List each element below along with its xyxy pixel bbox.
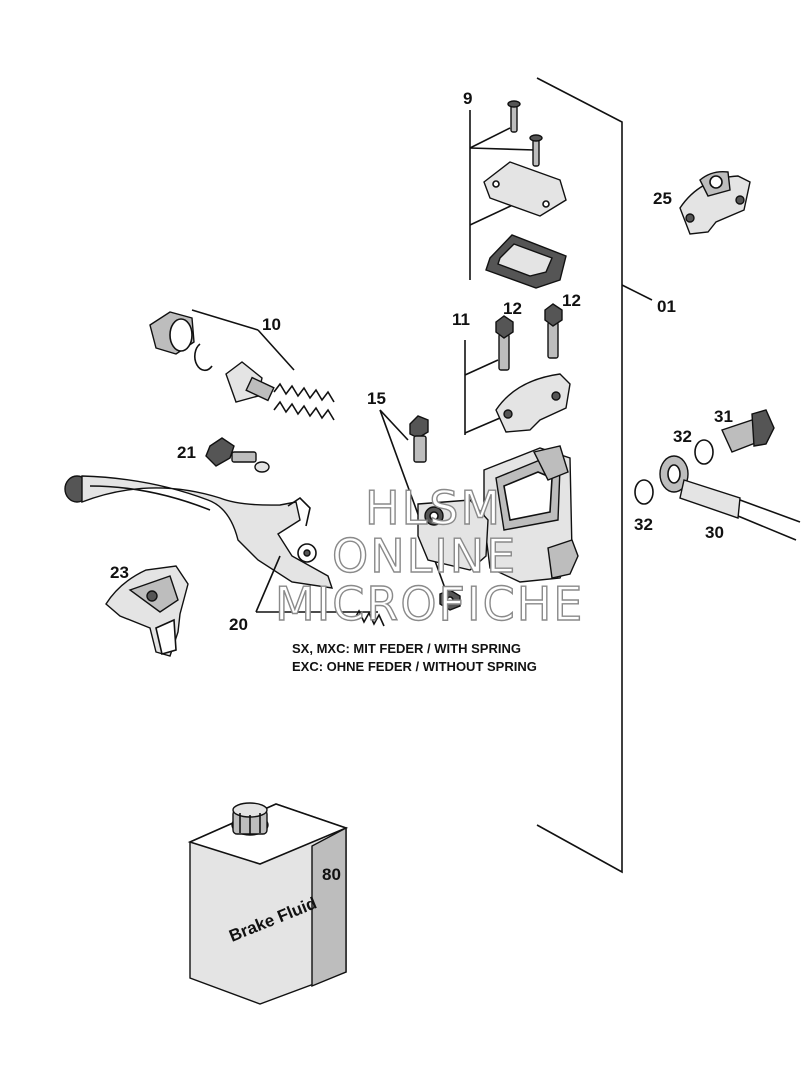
callout-80: 80 bbox=[322, 865, 341, 884]
watermark-line-3: MICROFICHE bbox=[275, 577, 584, 631]
part-10-piston-kit bbox=[149, 309, 335, 421]
callout-31: 31 bbox=[714, 407, 733, 426]
master-cylinder-body bbox=[417, 445, 579, 583]
callout-23: 23 bbox=[110, 563, 129, 582]
callout-9: 9 bbox=[463, 89, 472, 108]
part-30-32-31-brake-hose bbox=[634, 409, 801, 541]
watermark-line-2: ONLINE bbox=[332, 529, 517, 583]
part-21-adjuster bbox=[205, 437, 270, 473]
callout-20: 20 bbox=[229, 615, 248, 634]
callout-12a: 12 bbox=[503, 299, 522, 318]
note-with-spring: SX, MXC: MIT FEDER / WITH SPRING bbox=[292, 641, 521, 656]
part-80-brake-fluid-container: Brake Fluid bbox=[187, 802, 349, 1005]
watermark: HLSM ONLINE MICROFICHE bbox=[274, 480, 584, 631]
callout-15: 15 bbox=[367, 389, 386, 408]
part-23-lever-guard bbox=[105, 565, 189, 657]
callout-01: 01 bbox=[657, 297, 676, 316]
part-9-reservoir-cover bbox=[469, 100, 567, 289]
callout-30: 30 bbox=[705, 523, 724, 542]
callout-25: 25 bbox=[653, 189, 672, 208]
assembly-bracket-01 bbox=[536, 77, 653, 874]
part-20-brake-lever bbox=[64, 475, 461, 627]
callout-10: 10 bbox=[262, 315, 281, 334]
part-15-pivot-bolt bbox=[379, 409, 451, 603]
part-11-12-clamp-bolts bbox=[464, 303, 571, 435]
callout-21: 21 bbox=[177, 443, 196, 462]
callout-12b: 12 bbox=[562, 291, 581, 310]
watermark-line-1: HLSM bbox=[365, 481, 502, 535]
callout-32a: 32 bbox=[673, 427, 692, 446]
callout-11: 11 bbox=[452, 310, 470, 329]
note-without-spring: EXC: OHNE FEDER / WITHOUT SPRING bbox=[292, 659, 537, 674]
callout-32b: 32 bbox=[634, 515, 653, 534]
part-25-clamp-half bbox=[679, 170, 751, 235]
